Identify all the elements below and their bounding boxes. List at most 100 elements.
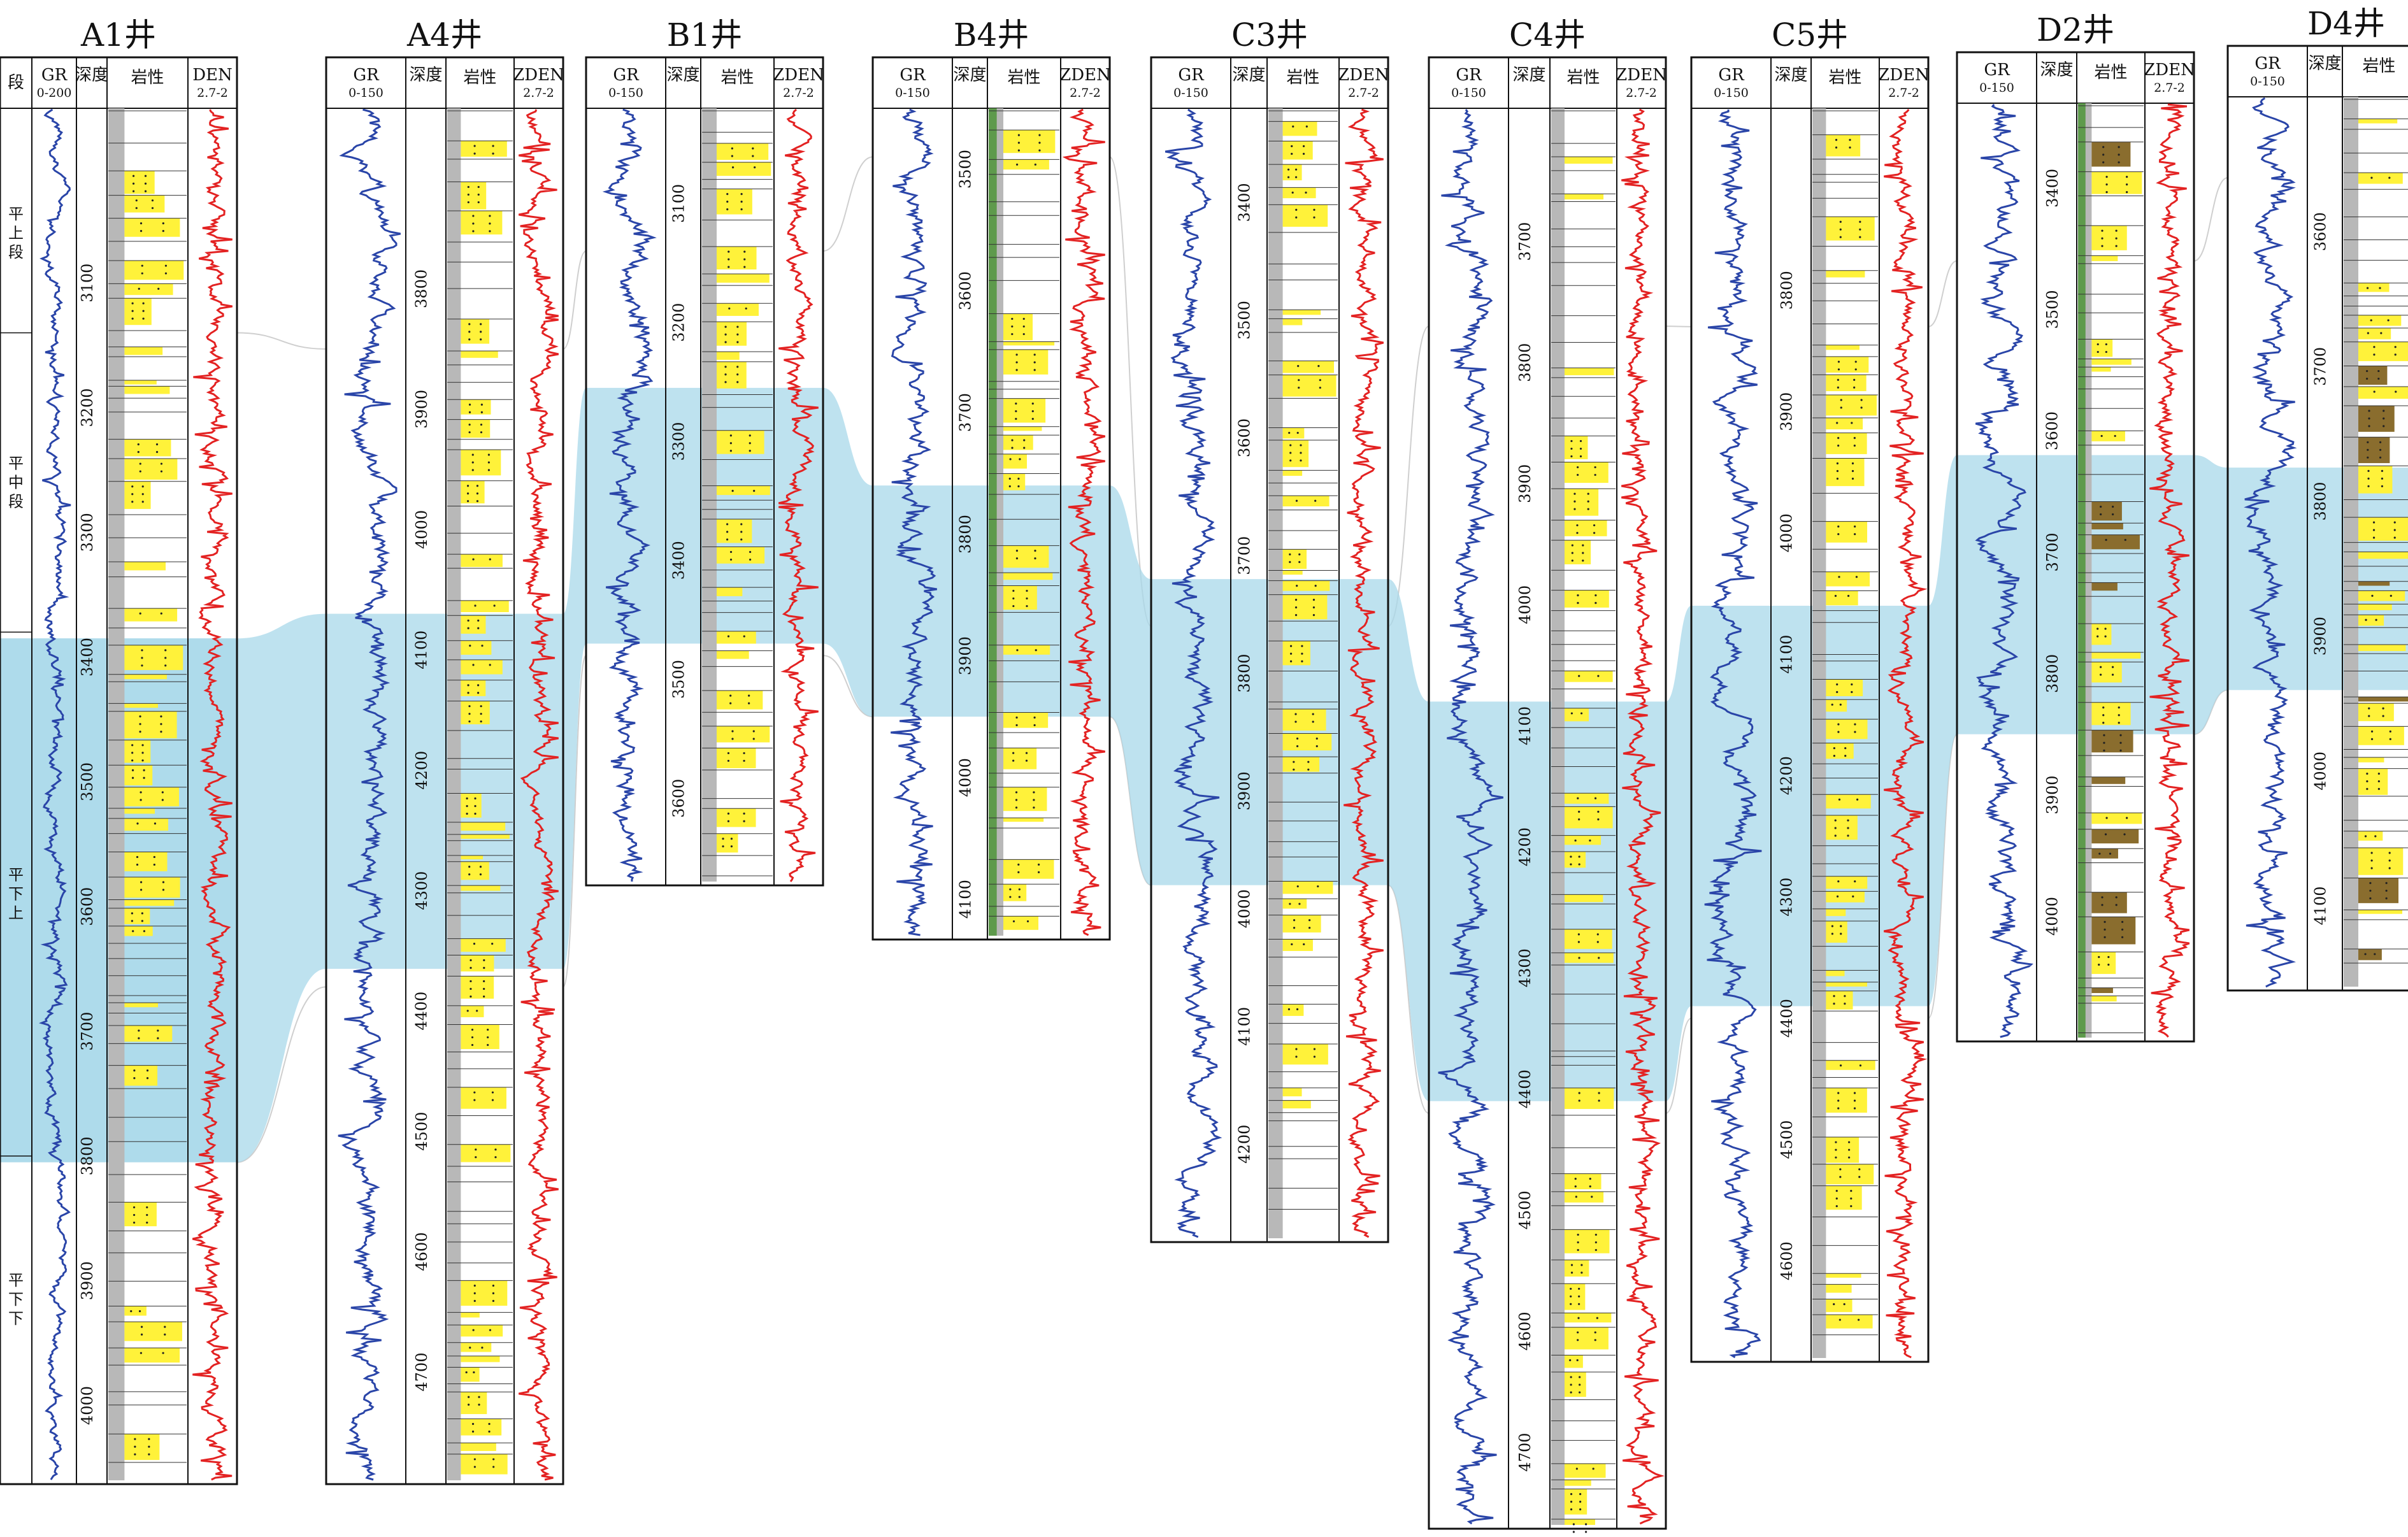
correlation-band — [326, 613, 563, 969]
sand-dot — [466, 797, 468, 800]
sand-dot — [134, 1438, 136, 1440]
sand-dot — [1837, 880, 1840, 883]
den-scale: 2.7-2 — [1626, 86, 1657, 100]
sand-dot — [473, 152, 476, 155]
sand-bed — [124, 261, 184, 280]
sand-dot — [140, 791, 142, 794]
sand-dot — [1587, 508, 1589, 510]
lithology-header: 岩性 — [131, 68, 164, 87]
sand-dot — [1835, 1197, 1838, 1200]
sand-dot — [1837, 533, 1840, 536]
sand-dot — [1578, 863, 1580, 866]
sand-dot — [1839, 220, 1842, 223]
sand-bed — [1565, 436, 1588, 459]
sand-dot — [477, 201, 480, 204]
well-9: D4井GR0-150深度岩性ZDEN2-33600370038003900400… — [2226, 5, 2408, 992]
well-title: C3井 — [1231, 17, 1308, 54]
sand-dot — [2105, 176, 2108, 178]
sand-bed — [1826, 982, 1867, 987]
depth-tick-label: 3900 — [1516, 464, 1534, 503]
sand-dot — [1305, 191, 1307, 194]
depth-tick-label: 3900 — [78, 1261, 96, 1300]
sand-dot — [475, 1156, 477, 1159]
depth-header: 深度 — [2308, 54, 2341, 73]
sand-dot — [1022, 317, 1025, 320]
sand-dot — [162, 1352, 164, 1354]
gr-curve — [602, 108, 657, 882]
lithology-column — [702, 108, 773, 882]
sand-dot — [480, 331, 482, 333]
sand-dot — [144, 190, 147, 192]
sand-bed — [1565, 952, 1614, 963]
sand-dot — [1574, 1185, 1577, 1188]
sand-bed — [1003, 585, 1037, 610]
sand-dot — [164, 664, 167, 667]
sand-dot — [471, 461, 474, 464]
depth-tick-label: 3600 — [78, 887, 96, 926]
sand-dot — [748, 694, 750, 697]
sand-dot — [131, 744, 134, 747]
sand-dot — [1598, 1099, 1600, 1102]
sand-bed — [1003, 712, 1049, 728]
sand-dot — [473, 1371, 475, 1374]
sand-bed — [717, 748, 756, 769]
sand-bed — [717, 189, 752, 215]
sand-dot — [2103, 936, 2106, 938]
sand-dot — [1839, 228, 1842, 231]
sand-bed — [1282, 187, 1316, 199]
sand-dot — [476, 492, 479, 495]
depth-tick-label: 3600 — [1236, 418, 1254, 457]
sand-dot — [148, 1438, 150, 1440]
lithology-column — [2078, 103, 2144, 1038]
sand-dot — [466, 1010, 469, 1012]
sand-bed — [1826, 375, 1867, 392]
depth-tick-label: 3400 — [78, 638, 96, 676]
sand-dot — [2101, 237, 2103, 239]
sand-bed — [1282, 939, 1313, 951]
den-scale: 2.7-2 — [1348, 86, 1379, 100]
sand-dot — [726, 531, 729, 533]
sand-dot — [142, 317, 145, 320]
sand-dot — [467, 627, 469, 629]
sand-dot — [1839, 1168, 1842, 1171]
sand-dot — [1847, 827, 1849, 829]
sand-bed — [1565, 851, 1586, 868]
sand-dot — [1291, 152, 1293, 155]
sand-bed — [1565, 929, 1612, 949]
sand-dot — [477, 684, 480, 687]
sand-dot — [730, 845, 733, 848]
sand-bed — [124, 1003, 159, 1008]
sand-bed — [124, 808, 155, 814]
depth-header: 深度 — [1512, 66, 1545, 85]
sand-dot — [1301, 645, 1303, 647]
sand-dot — [469, 645, 471, 647]
sand-dot — [477, 692, 480, 694]
sand-dot — [1038, 134, 1041, 136]
correlation-line — [1665, 325, 1692, 327]
sand-dot — [1572, 1531, 1575, 1533]
sand-dot — [1577, 933, 1580, 936]
sand-dot — [1853, 1099, 1856, 1102]
depth-tick-label: 3600 — [670, 779, 688, 818]
sand-dot — [2370, 738, 2374, 740]
sand-bed — [2358, 173, 2403, 184]
sand-dot — [1853, 378, 1856, 381]
sand-dot — [162, 881, 165, 883]
sand-dot — [139, 462, 141, 465]
sand-dot — [1017, 871, 1020, 873]
sand-dot — [731, 738, 734, 740]
sand-dot — [138, 1029, 140, 1032]
sand-bed — [461, 1087, 506, 1109]
sand-dot — [1578, 818, 1580, 820]
gr-header: GR — [613, 66, 640, 85]
sand-dot — [1015, 791, 1018, 794]
sand-bed — [1826, 571, 1870, 587]
sand-dot — [1578, 855, 1580, 858]
lithology-header: 岩性 — [1566, 68, 1600, 87]
sand-bed — [1003, 341, 1055, 346]
sand-bed — [1565, 1489, 1587, 1515]
sand-dot — [2107, 963, 2110, 966]
sand-dot — [1847, 819, 1849, 822]
sand-dot — [2377, 369, 2380, 373]
